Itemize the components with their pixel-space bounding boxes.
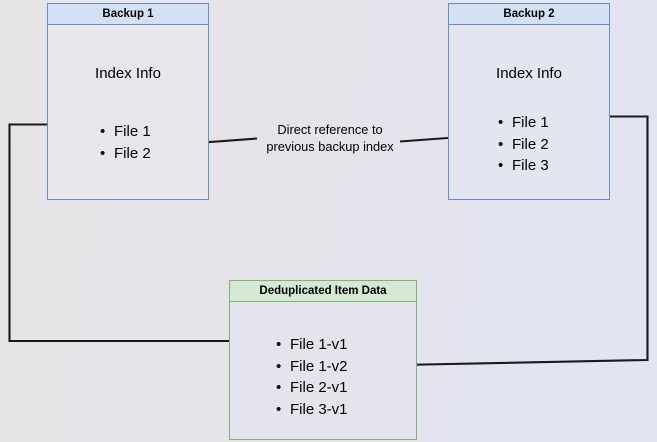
node-backup-1-header: Backup 1 <box>48 4 208 25</box>
list-item: File 3 <box>498 155 549 177</box>
direct-reference-caption: Direct reference to previous backup inde… <box>252 121 408 155</box>
node-backup-2[interactable]: Backup 2 Index Info File 1 File 2 File 3 <box>448 3 610 200</box>
list-item: File 1 <box>100 121 151 143</box>
list-item: File 2 <box>498 134 549 156</box>
list-item: File 1-v2 <box>276 356 348 378</box>
node-backup-2-header: Backup 2 <box>449 4 609 25</box>
node-deduplicated-body: File 1-v1 File 1-v2 File 2-v1 File 3-v1 <box>230 302 416 439</box>
list-item: File 3-v1 <box>276 399 348 421</box>
direct-reference-line-2: previous backup index <box>266 139 394 154</box>
node-deduplicated-header: Deduplicated Item Data <box>230 281 416 302</box>
node-backup-1-body: Index Info File 1 File 2 <box>48 25 208 199</box>
node-backup-1[interactable]: Backup 1 Index Info File 1 File 2 <box>47 3 209 200</box>
backup-2-index-info-label: Index Info <box>496 65 562 82</box>
backup-2-file-list: File 1 File 2 File 3 <box>498 112 549 177</box>
node-backup-2-body: Index Info File 1 File 2 File 3 <box>449 25 609 199</box>
list-item: File 1 <box>498 112 549 134</box>
backup-1-file-list: File 1 File 2 <box>100 121 151 164</box>
list-item: File 2 <box>100 143 151 165</box>
list-item: File 2-v1 <box>276 377 348 399</box>
node-deduplicated-item-data[interactable]: Deduplicated Item Data File 1-v1 File 1-… <box>229 280 417 440</box>
direct-reference-line-1: Direct reference to <box>277 122 383 137</box>
backup-1-index-info-label: Index Info <box>95 65 161 82</box>
list-item: File 1-v1 <box>276 334 348 356</box>
deduplicated-file-list: File 1-v1 File 1-v2 File 2-v1 File 3-v1 <box>276 334 348 420</box>
